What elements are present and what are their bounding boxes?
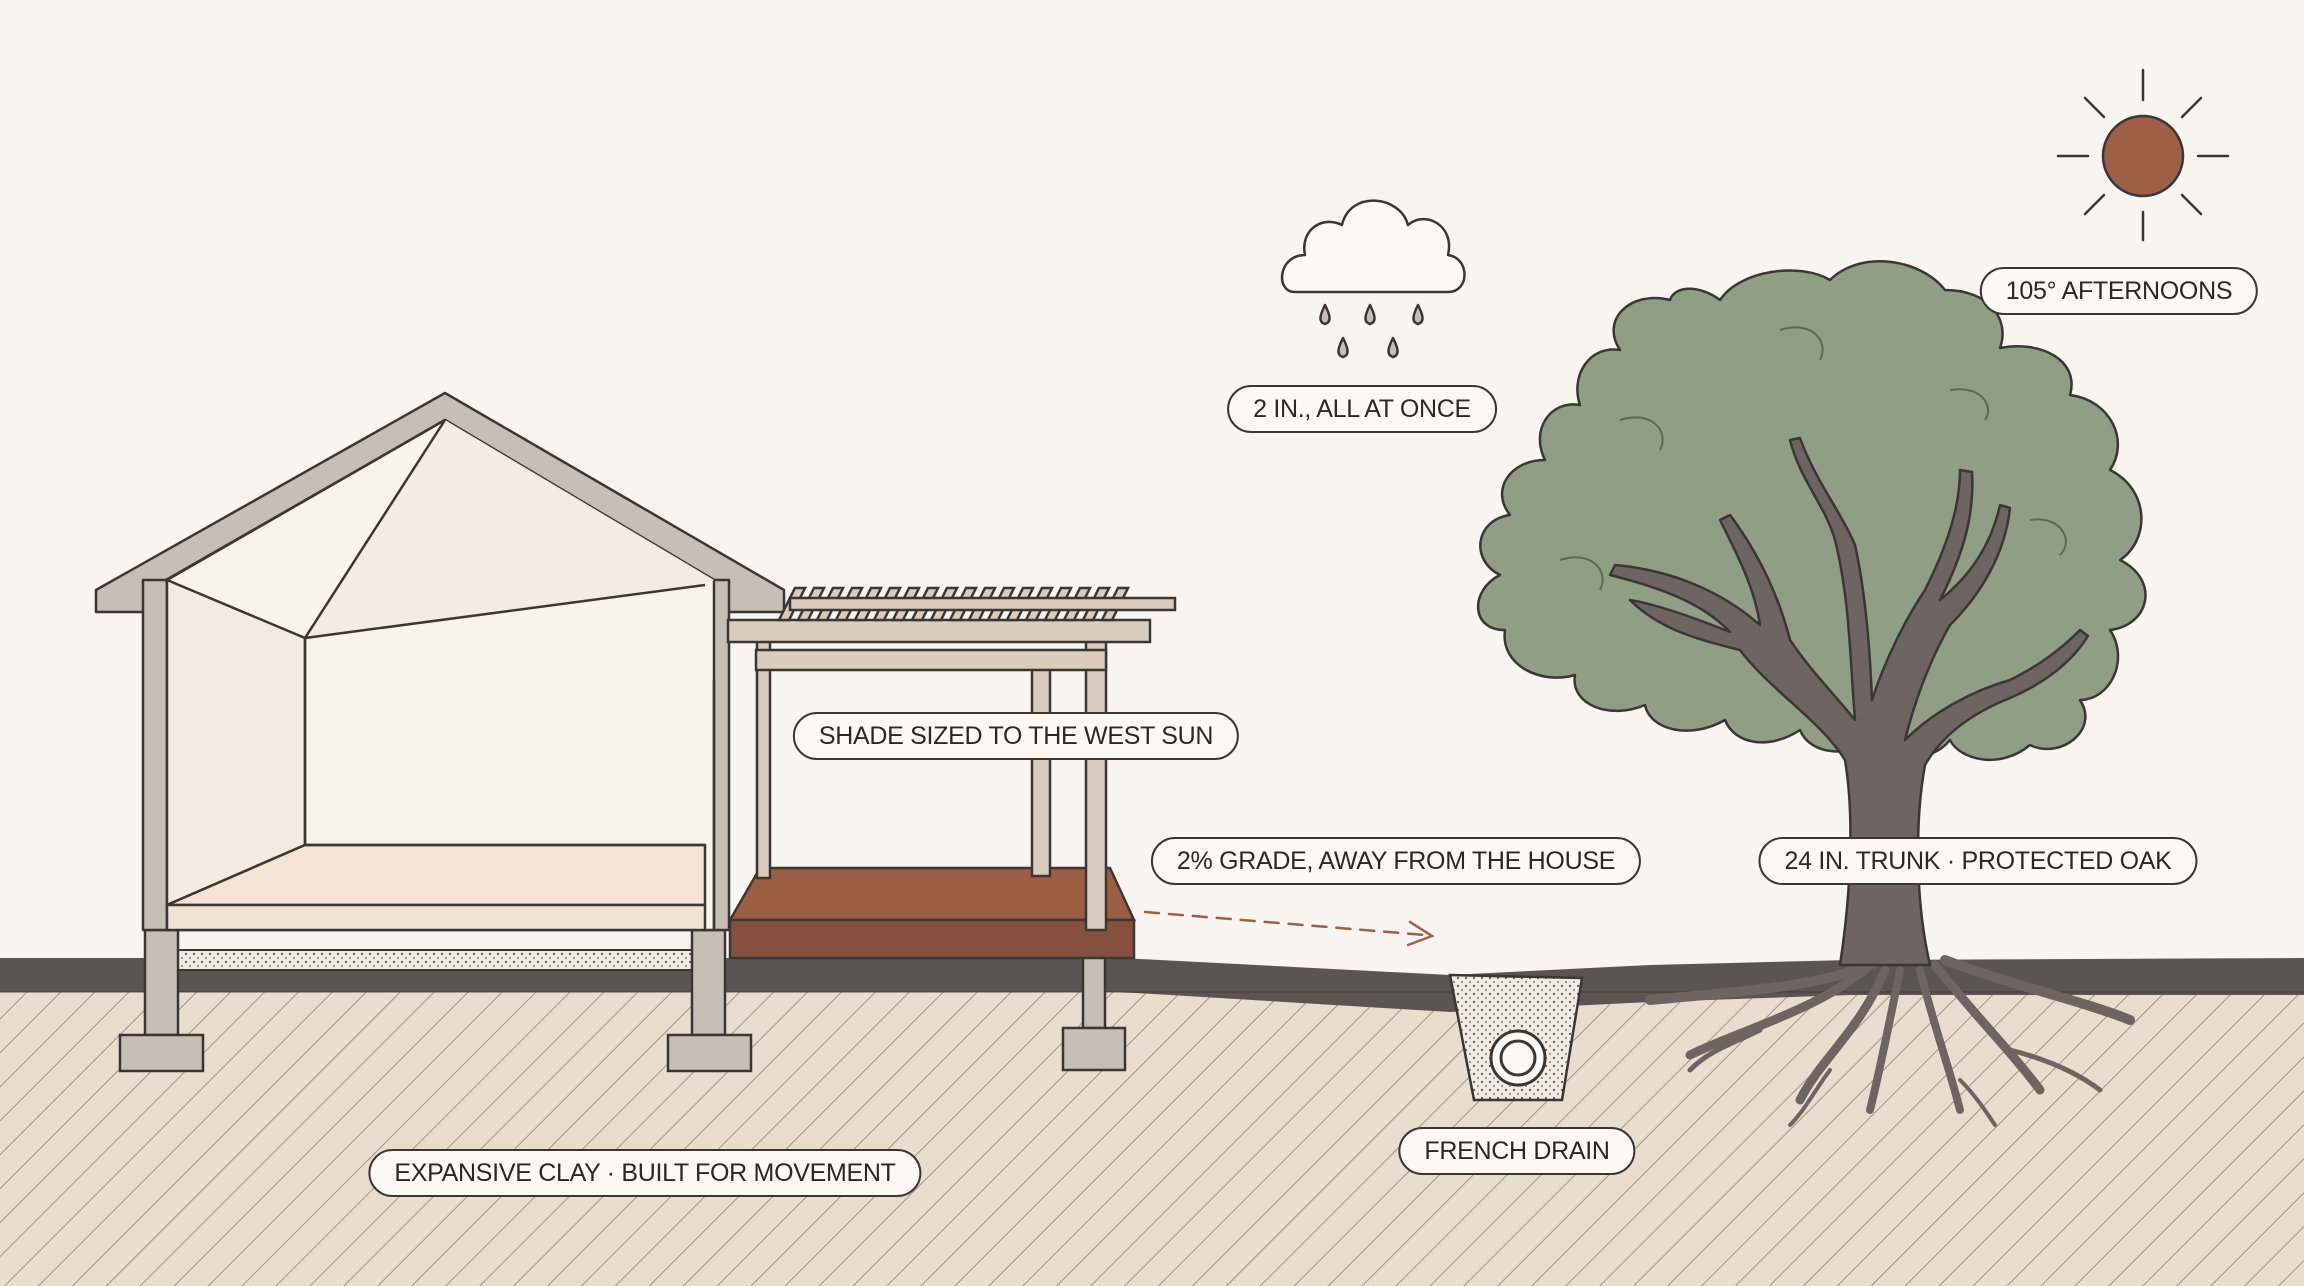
drain-label: FRENCH DRAIN bbox=[1398, 1127, 1636, 1175]
heat-label: 105° AFTERNOONS bbox=[1979, 267, 2259, 315]
pergola bbox=[726, 586, 1177, 932]
drain-pipe-icon bbox=[1489, 1029, 1547, 1087]
house-section bbox=[94, 391, 786, 932]
grade-label: 2% GRADE, AWAY FROM THE HOUSE bbox=[1150, 837, 1642, 885]
sun-icon bbox=[2056, 68, 2230, 242]
trunk-label: 24 IN. TRUNK · PROTECTED OAK bbox=[1758, 837, 2198, 885]
tree-trunk bbox=[1608, 436, 2090, 967]
crawlspace-gravel bbox=[177, 949, 693, 971]
shade-label: SHADE SIZED TO THE WEST SUN bbox=[792, 712, 1240, 760]
clay-label: EXPANSIVE CLAY · BUILT FOR MOVEMENT bbox=[368, 1149, 922, 1197]
house-footings bbox=[118, 928, 753, 1073]
french-drain bbox=[1448, 973, 1584, 1102]
grade-arrow-icon bbox=[1143, 910, 1435, 947]
ground-band bbox=[0, 958, 2304, 1012]
deck bbox=[727, 866, 1136, 1072]
soil-hatch bbox=[0, 985, 2304, 1286]
pergola-top-beam bbox=[788, 596, 1177, 612]
rain-label: 2 IN., ALL AT ONCE bbox=[1227, 385, 1497, 433]
tree-roots bbox=[1645, 955, 2135, 1127]
rain-cloud-icon bbox=[1280, 199, 1466, 359]
